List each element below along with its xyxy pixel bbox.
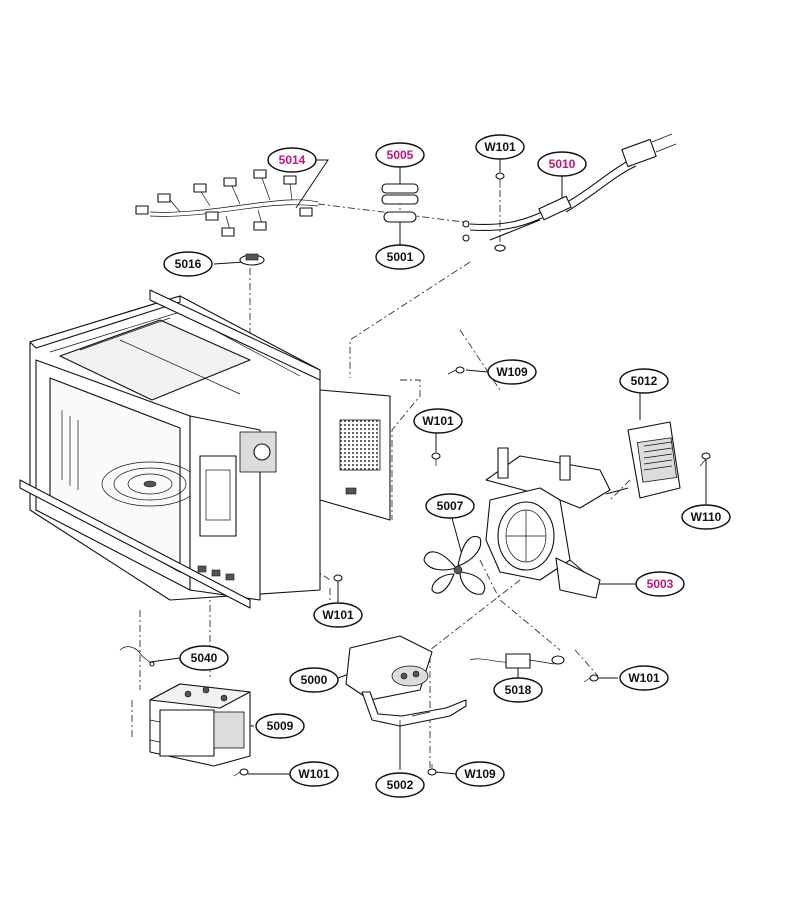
- svg-text:5014: 5014: [279, 153, 306, 167]
- screw-icon: [427, 764, 437, 776]
- callout-W101: W101: [313, 602, 363, 628]
- svg-text:5000: 5000: [301, 673, 328, 687]
- callout-5010: 5010: [537, 151, 587, 177]
- svg-text:5007: 5007: [437, 499, 464, 513]
- screw-icon: [333, 574, 343, 588]
- callout-5016: 5016: [163, 251, 213, 277]
- thermostat: [239, 253, 265, 266]
- screw-icon: [495, 172, 505, 188]
- svg-text:5009: 5009: [267, 719, 294, 733]
- svg-text:W110: W110: [691, 510, 722, 524]
- svg-text:W101: W101: [298, 767, 330, 781]
- magnetron: [149, 683, 251, 767]
- callout-W101: W101: [619, 665, 669, 691]
- capacitor: [345, 635, 433, 701]
- capacitor-bracket: [361, 691, 467, 727]
- svg-text:5003: 5003: [647, 577, 674, 591]
- svg-text:5002: 5002: [387, 778, 414, 792]
- callout-5040: 5040: [179, 645, 229, 671]
- callout-W101: W101: [475, 134, 525, 160]
- leader-lines: [149, 158, 707, 775]
- oven-cavity: [19, 289, 391, 609]
- svg-text:5012: 5012: [631, 374, 658, 388]
- callout-5003: 5003: [635, 571, 685, 597]
- callout-5001: 5001: [375, 244, 425, 270]
- callout-5007: 5007: [425, 493, 475, 519]
- callout-W101: W101: [413, 408, 463, 434]
- svg-text:5001: 5001: [387, 250, 414, 264]
- svg-text:W101: W101: [322, 608, 354, 622]
- callout-5012: 5012: [619, 368, 669, 394]
- callout-5005: 5005: [375, 142, 425, 168]
- screw-icon: [431, 452, 441, 466]
- svg-text:W109: W109: [464, 767, 496, 781]
- fan-blade: [423, 536, 486, 595]
- wire-harness: [135, 169, 319, 237]
- svg-text:W101: W101: [628, 671, 660, 685]
- screw-icon: [233, 768, 249, 777]
- svg-text:W109: W109: [496, 365, 528, 379]
- callout-W109: W109: [455, 761, 505, 787]
- screw-icon: [699, 452, 711, 467]
- callout-W101: W101: [289, 761, 339, 787]
- callout-W109: W109: [487, 359, 537, 385]
- diode: [469, 653, 565, 669]
- fuses: [381, 183, 419, 223]
- power-cord: [462, 133, 677, 252]
- callout-5018: 5018: [493, 677, 543, 703]
- svg-text:5010: 5010: [549, 157, 576, 171]
- screw-icon: [447, 366, 465, 375]
- svg-text:5016: 5016: [175, 257, 202, 271]
- svg-text:W101: W101: [422, 414, 454, 428]
- air-guide: [485, 447, 611, 599]
- svg-text:W101: W101: [484, 140, 516, 154]
- wire-clip: [119, 646, 155, 667]
- callout-5000: 5000: [289, 667, 339, 693]
- callout-5009: 5009: [255, 713, 305, 739]
- callout-5002: 5002: [375, 772, 425, 798]
- callout-W110: W110: [681, 504, 731, 530]
- callout-5014: 5014: [267, 147, 317, 173]
- svg-text:5040: 5040: [191, 651, 218, 665]
- svg-text:5018: 5018: [505, 683, 532, 697]
- svg-text:5005: 5005: [387, 148, 414, 162]
- fan-motor: [605, 421, 681, 499]
- screw-icon: [583, 674, 599, 683]
